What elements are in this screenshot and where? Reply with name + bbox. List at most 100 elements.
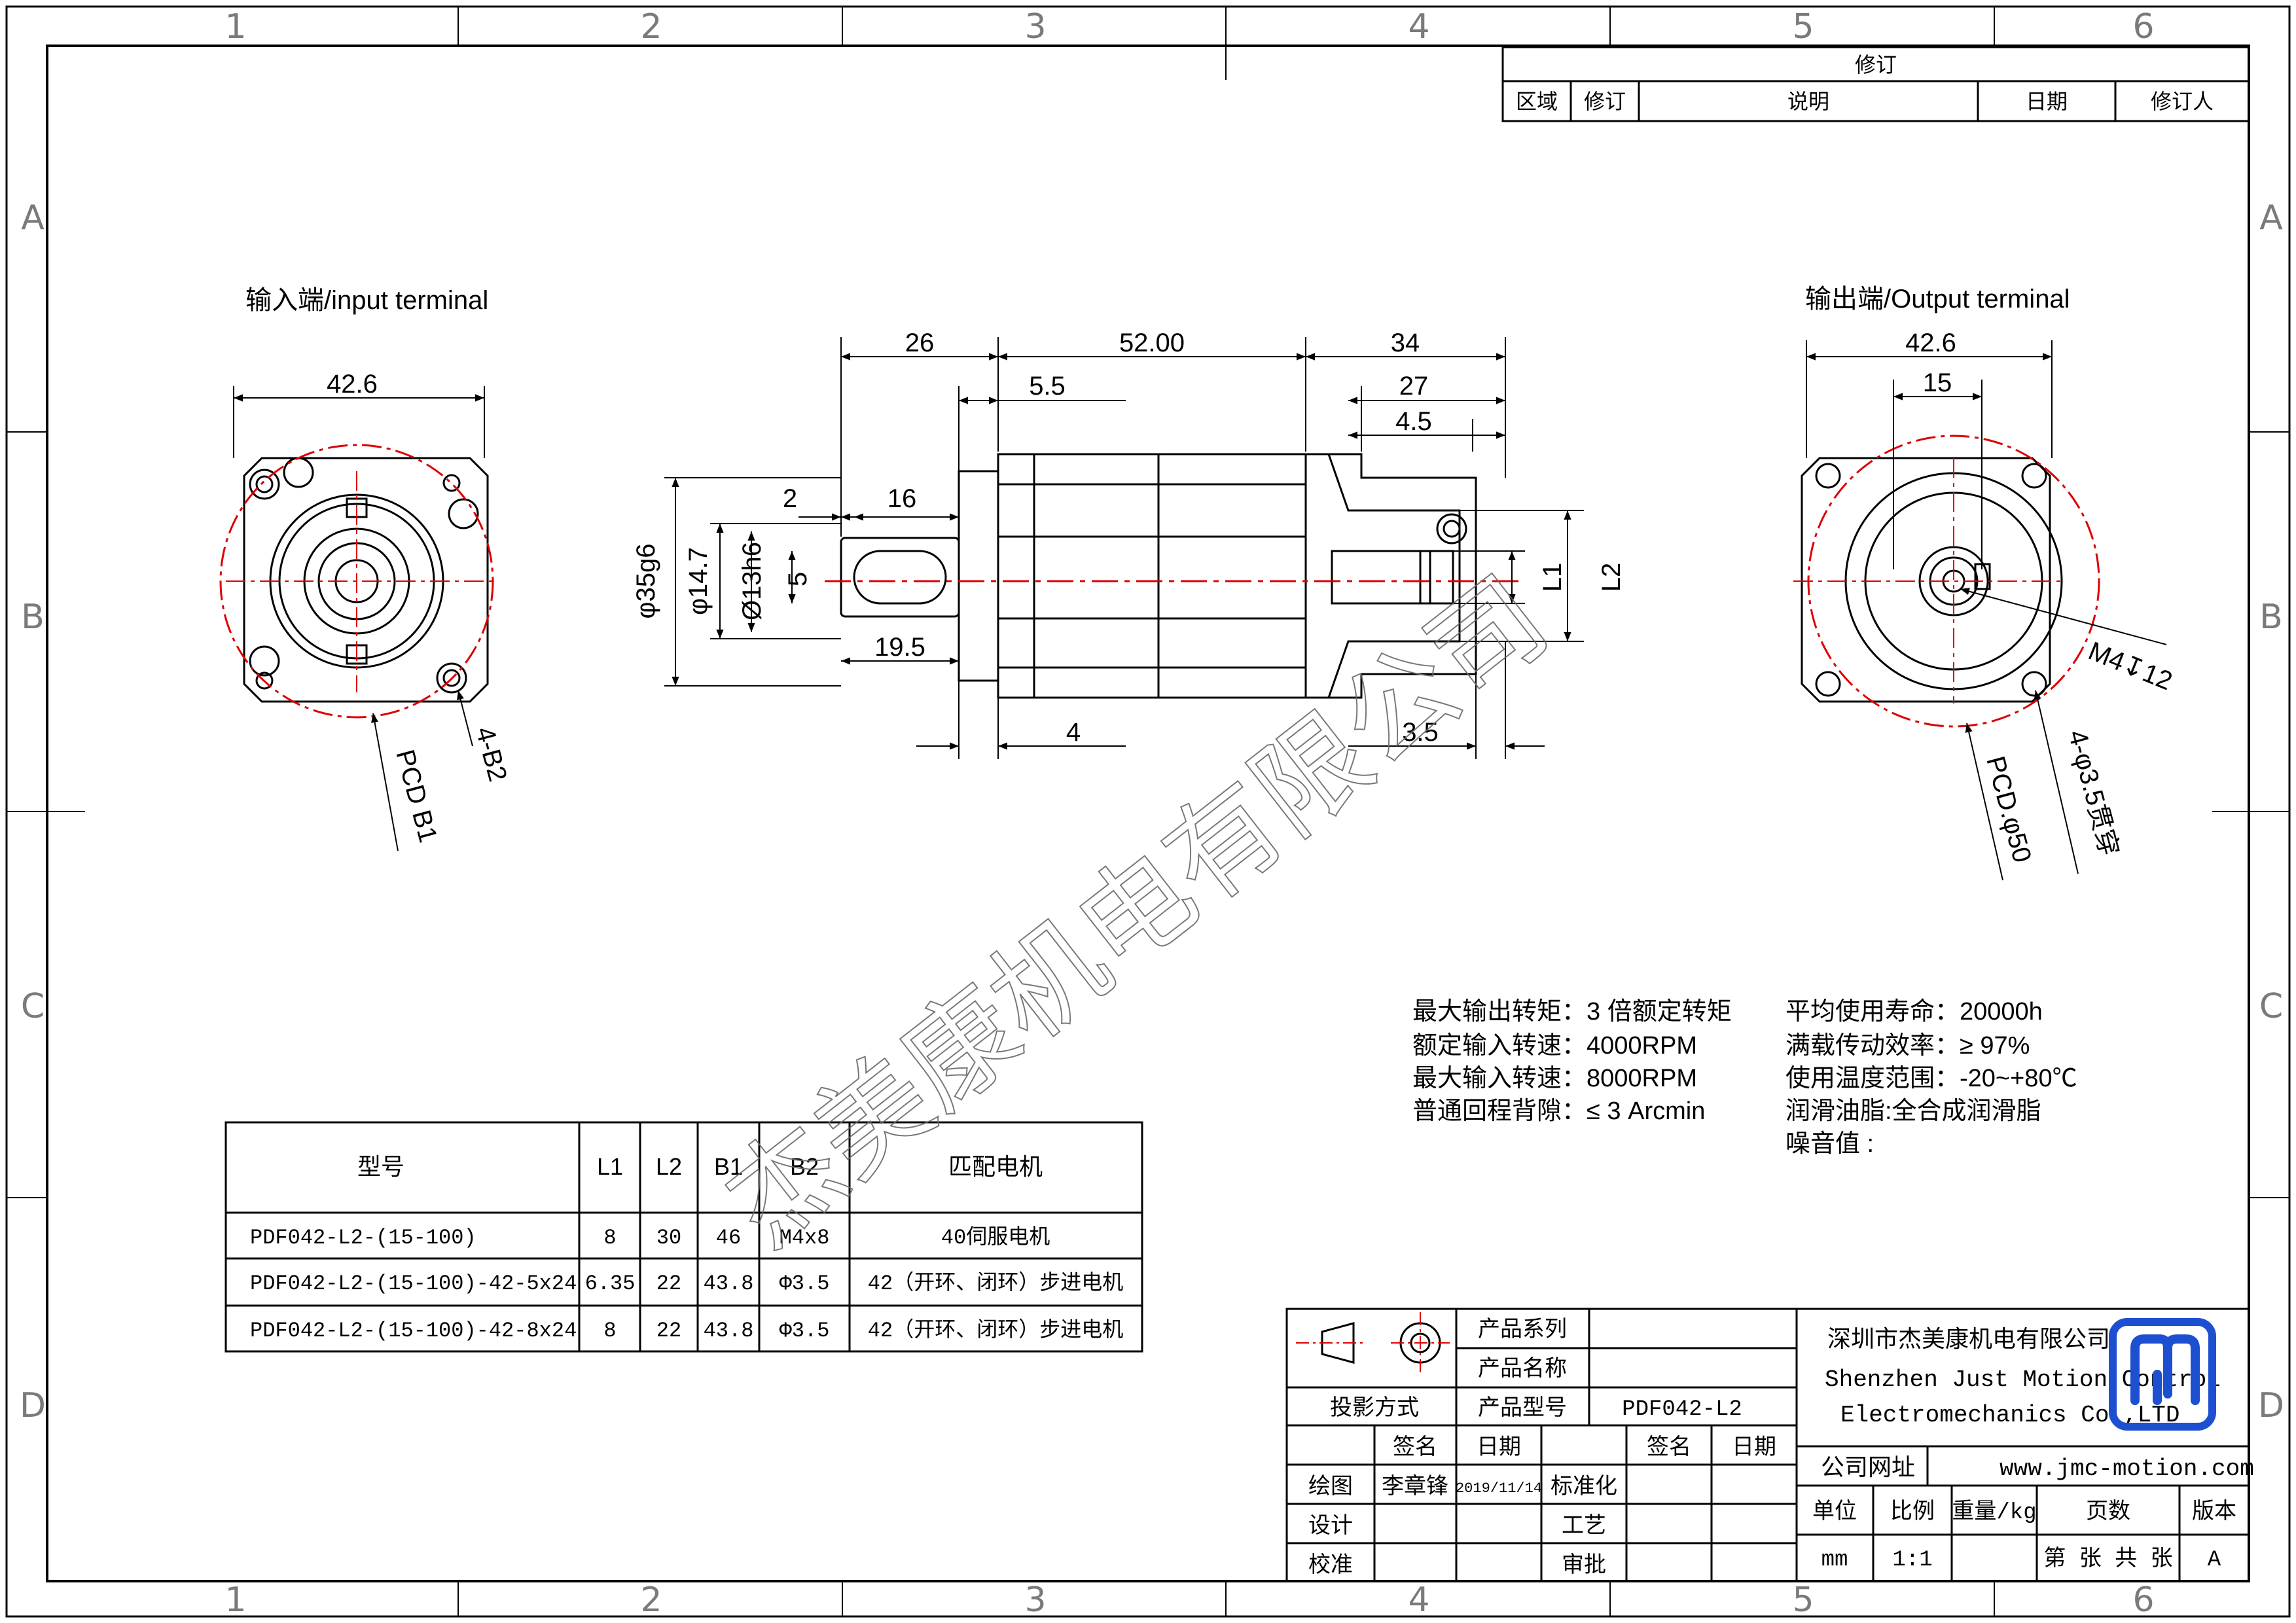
spec-temperature: 使用温度范围：-20~+80℃: [1785, 1065, 2077, 1092]
model-row-2-type: PDF042-L2-(15-100)-42-5x24: [250, 1272, 577, 1296]
frame-labels: 1 2 3 4 5 6 1 2 3 4 5 6 A B C D A B C D: [20, 7, 2284, 1620]
unit-value: mm: [1821, 1548, 1848, 1573]
input-width-dim: 42.6: [327, 370, 378, 399]
side-dim-52: 52.00: [1119, 329, 1185, 357]
version-value: A: [2208, 1548, 2221, 1573]
side-dim-2: 2: [783, 484, 797, 513]
row-label-left-c: C: [21, 987, 45, 1026]
side-dim-phi35g6: φ35g6: [632, 544, 660, 619]
row-label-right-b: B: [2259, 597, 2283, 637]
col-label-top-4: 4: [1408, 7, 1429, 46]
drawing-frame: [5, 5, 2291, 1618]
input-holes-label: 4-B2: [470, 724, 512, 785]
model-row-3-b1: 43.8: [704, 1319, 754, 1343]
model-row-1-type: PDF042-L2-(15-100): [250, 1226, 476, 1250]
side-dim-19-5: 19.5: [874, 633, 925, 662]
revision-table-title: 修订: [1855, 53, 1897, 77]
check-label: 校准: [1308, 1552, 1353, 1579]
scale-label: 比例: [1890, 1499, 1935, 1525]
watermark: 杰美康机电有限公司: [702, 552, 1571, 1271]
version-label: 版本: [2192, 1499, 2236, 1525]
output-inner-dim: 15: [1923, 368, 1952, 397]
row-label-right-c: C: [2259, 987, 2283, 1026]
model-header-l1: L1: [597, 1153, 623, 1180]
row-label-right-d: D: [2258, 1386, 2284, 1425]
side-dim-l1: L1: [1538, 563, 1567, 592]
col-label-top-1: 1: [224, 7, 246, 46]
pages-value: 第 张 共 张: [2043, 1546, 2172, 1573]
col-label-top-2: 2: [640, 7, 662, 46]
col-label-bottom-6: 6: [2132, 1580, 2154, 1620]
product-series-label: 产品系列: [1478, 1317, 1567, 1344]
output-width-dim: 42.6: [1905, 329, 1956, 357]
date-label-left: 日期: [1477, 1435, 1521, 1461]
pages-label: 页数: [2086, 1499, 2130, 1525]
model-header-b1: B1: [714, 1153, 743, 1180]
spec-rated-input-speed: 额定输入转速：4000RPM: [1412, 1032, 1697, 1060]
row-label-right-a: A: [2259, 198, 2283, 238]
spec-backlash: 普通回程背隙：≤ 3 Arcmin: [1412, 1097, 1705, 1125]
revision-table: 修订 区域 修订 说明 日期 修订人: [1501, 46, 2250, 122]
sign-label-right: 签名: [1647, 1435, 1691, 1461]
product-model-value: PDF042-L2: [1622, 1397, 1742, 1422]
side-dim-26: 26: [905, 329, 935, 357]
side-dim-phi13h6: Ø13h6: [738, 542, 766, 620]
col-label-top-5: 5: [1792, 7, 1814, 46]
col-label-top-3: 3: [1024, 7, 1046, 46]
draw-date: 2019/11/14: [1456, 1480, 1542, 1497]
revision-header-desc: 说明: [1787, 90, 1829, 113]
input-view: 输入端/input terminal 42.6 PCD B1: [219, 286, 512, 851]
revision-header-area: 区域: [1516, 90, 1558, 113]
model-row-2-b1: 43.8: [704, 1272, 754, 1296]
model-row-2-l2: 22: [656, 1272, 681, 1296]
row-label-left-d: D: [20, 1386, 46, 1425]
spec-efficiency: 满载传动效率：≥ 97%: [1785, 1032, 2030, 1060]
draw-label: 绘图: [1308, 1474, 1353, 1501]
product-model-label: 产品型号: [1478, 1395, 1567, 1422]
output-holes-label: 4-φ3.5贯穿: [2062, 727, 2124, 859]
input-pcd-label: PCD B1: [390, 747, 442, 846]
col-label-bottom-2: 2: [640, 1580, 662, 1620]
spec-lubricant: 润滑油脂:全合成润滑脂: [1785, 1097, 2041, 1125]
side-dim-4-5: 4.5: [1395, 407, 1432, 436]
revision-header-date: 日期: [2026, 90, 2068, 113]
date-label-right: 日期: [1732, 1435, 1776, 1461]
model-row-3-b2: Φ3.5: [780, 1319, 830, 1343]
model-row-3-motor: 42（开环、闭环）步进电机: [868, 1318, 1123, 1343]
model-header-b2: B2: [790, 1153, 819, 1180]
col-label-bottom-4: 4: [1408, 1580, 1429, 1620]
col-label-bottom-3: 3: [1024, 1580, 1046, 1620]
unit-label: 单位: [1812, 1499, 1857, 1525]
weight-label: 重量/kg: [1952, 1499, 2036, 1525]
model-table: 型号 L1 L2 B1 B2 匹配电机 PDF042-L2-(15-100) P…: [224, 1121, 1143, 1353]
company-logo: [2109, 1318, 2216, 1431]
col-label-bottom-1: 1: [224, 1580, 246, 1620]
projection-label: 投影方式: [1330, 1395, 1419, 1422]
output-view: 输出端/Output terminal 42.6 15 M4↧12: [1793, 285, 2176, 881]
title-block: 投影方式 产品系列 产品名称 产品型号 PDF042-L2 签名 日期 签名 日…: [1285, 1308, 2254, 1582]
company-name-cn: 深圳市杰美康机电有限公司: [1827, 1326, 2110, 1354]
model-row-2-l1: 6.35: [585, 1272, 636, 1296]
website-label: 公司网址: [1821, 1455, 1915, 1482]
sign-label-left: 签名: [1393, 1435, 1437, 1461]
side-dim-27: 27: [1399, 372, 1429, 401]
side-dim-phi14-7: φ14.7: [684, 547, 713, 615]
standard-label: 标准化: [1551, 1474, 1617, 1501]
model-row-1-b1: 46: [716, 1226, 741, 1250]
spec-list: 最大输出转矩：3 倍额定转矩 额定输入转速：4000RPM 最大输入转速：800…: [1412, 998, 2077, 1158]
model-row-1-b2: M4x8: [780, 1226, 830, 1250]
model-row-2-b2: Φ3.5: [780, 1272, 830, 1296]
side-dim-16: 16: [888, 484, 917, 513]
side-dim-3-5: 3.5: [1402, 718, 1439, 747]
col-label-bottom-5: 5: [1792, 1580, 1814, 1620]
side-dim-5-5: 5.5: [1029, 372, 1066, 401]
spec-max-output-torque: 最大输出转矩：3 倍额定转矩: [1412, 998, 1732, 1026]
col-label-top-6: 6: [2132, 7, 2154, 46]
row-label-left-b: B: [21, 597, 45, 637]
spec-noise: 噪音值 :: [1785, 1130, 1874, 1158]
side-dim-5: 5: [783, 572, 812, 586]
output-pcd-label: PCD.φ50: [1981, 753, 2036, 866]
approve-label: 审批: [1562, 1552, 1606, 1579]
design-label: 设计: [1308, 1514, 1353, 1540]
side-view: 26 52.00 34 5.5 27 4.5 2 16 19.5 4 3.5 5…: [632, 329, 1626, 759]
